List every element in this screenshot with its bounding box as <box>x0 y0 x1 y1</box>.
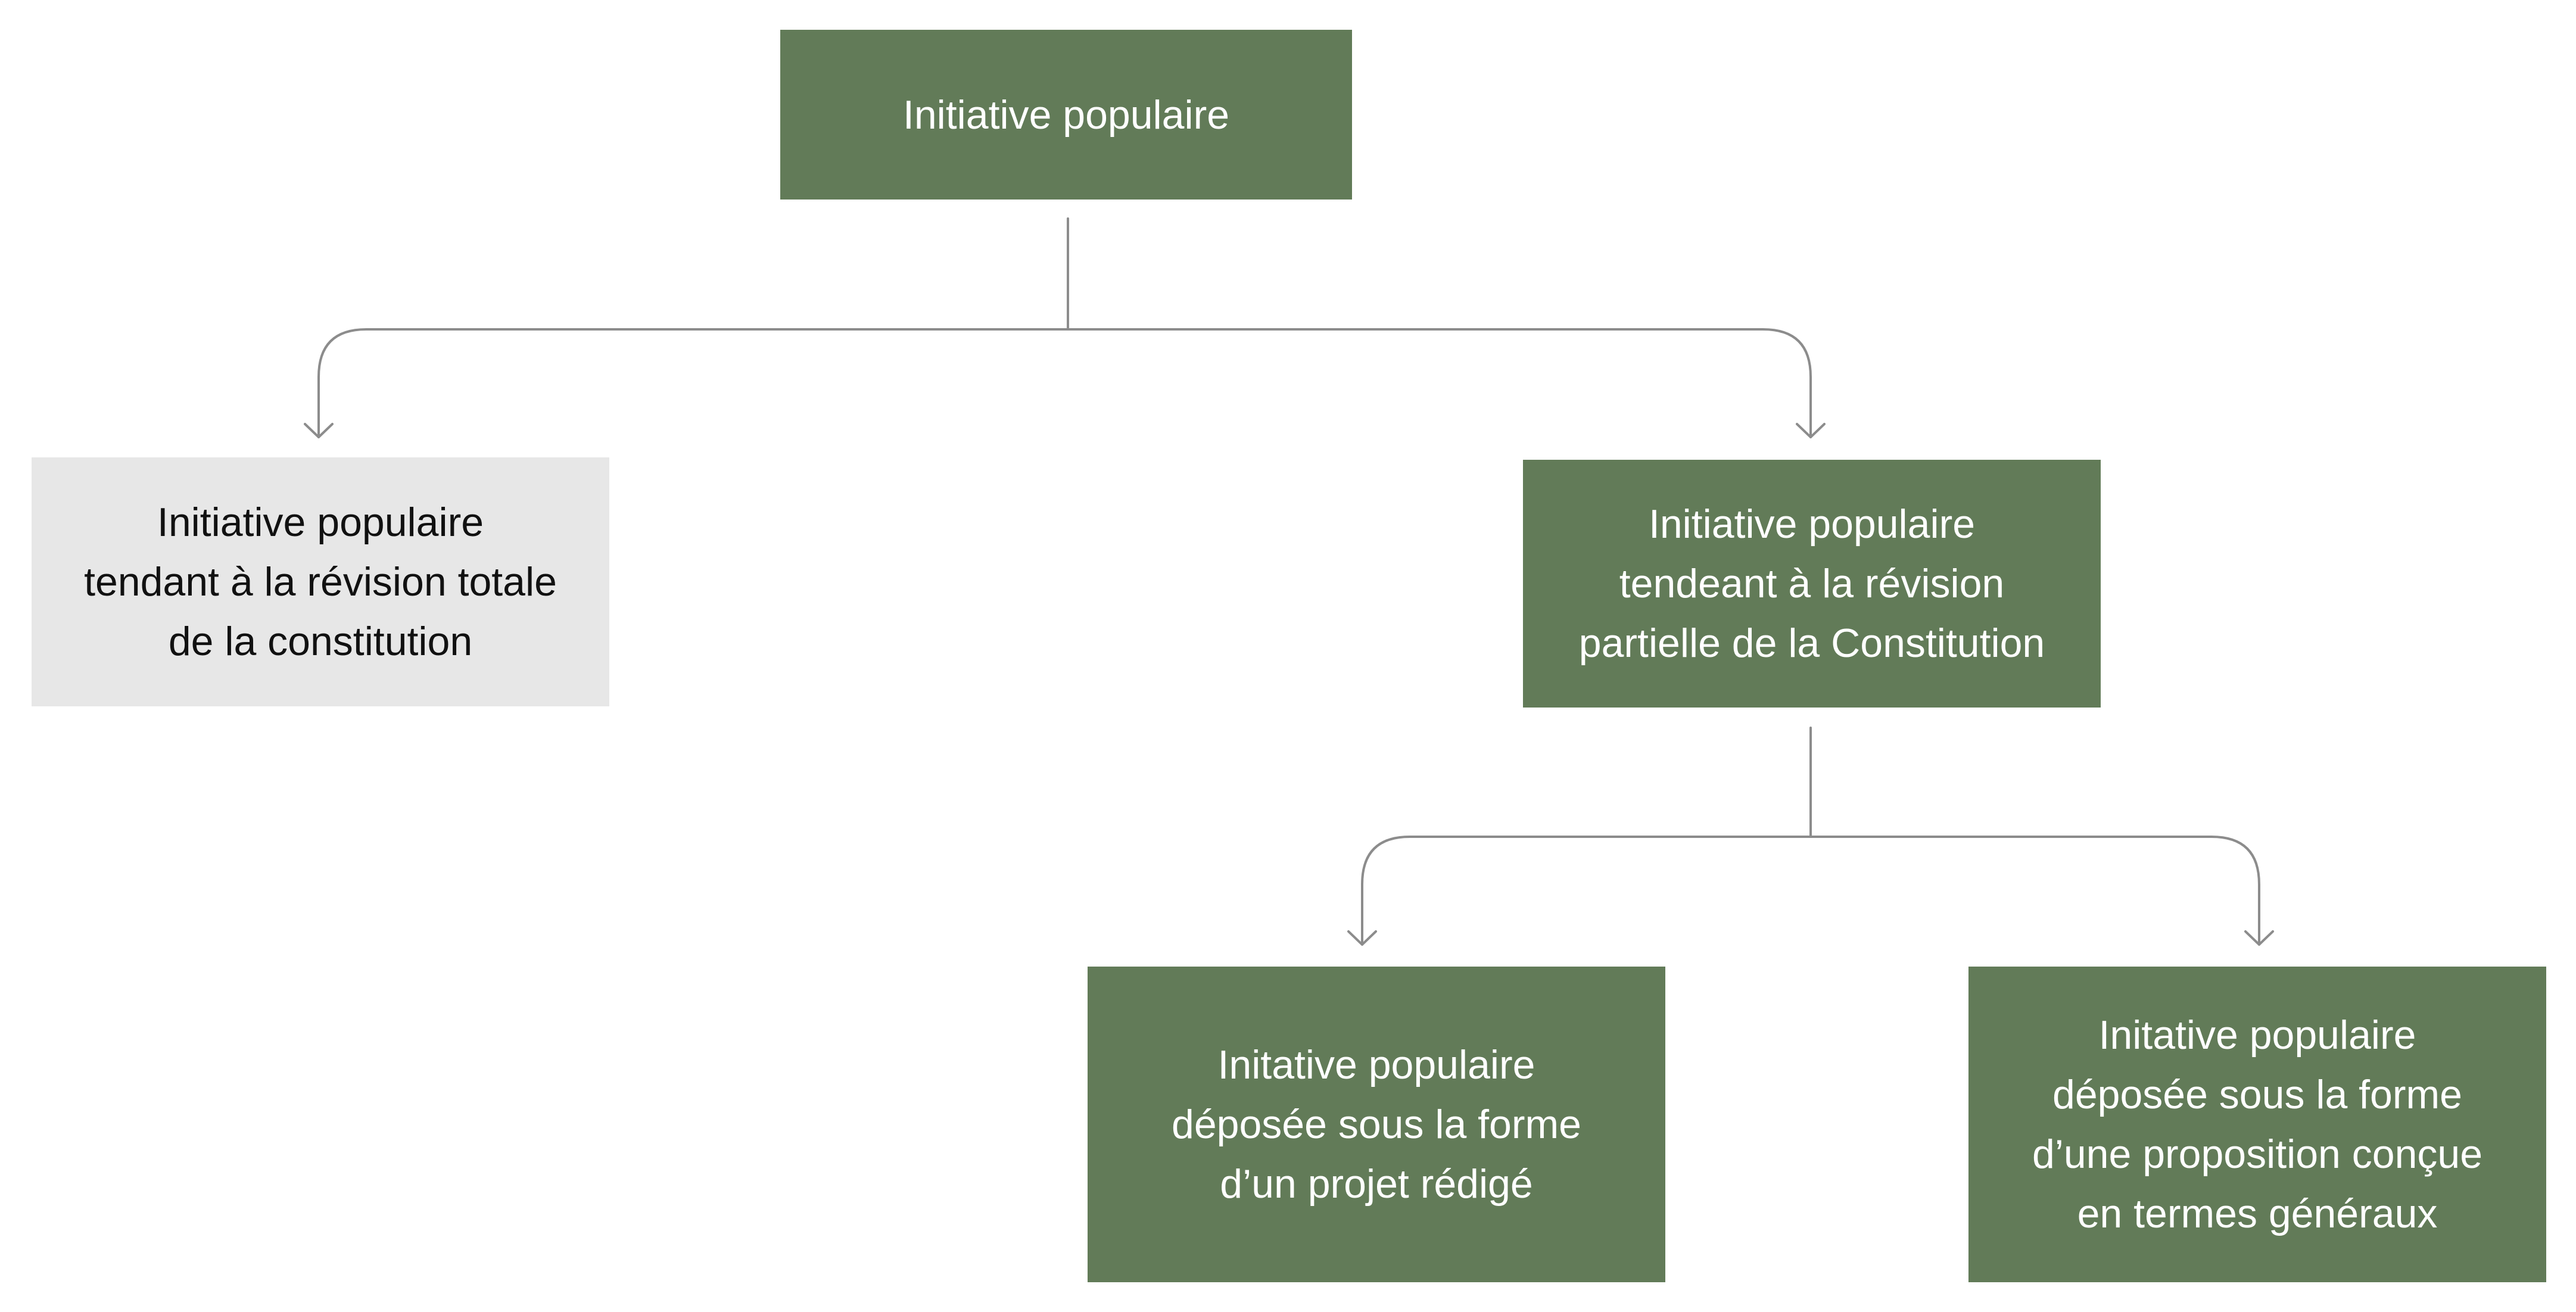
node-partial-revision: Initiative populaire tendeant à la révis… <box>1523 460 2101 708</box>
node-drafted-project: Initative populaire déposée sous la form… <box>1088 967 1665 1282</box>
node-general-proposal: Initative populaire déposée sous la form… <box>1968 967 2546 1282</box>
arrowhead-drafted-project <box>1347 930 1377 946</box>
node-root: Initiative populaire <box>780 30 1352 200</box>
connector-root-to-total-revision <box>317 328 1069 438</box>
node-total-revision: Initiative populaire tendant à la révisi… <box>32 457 609 706</box>
arrowhead-total-revision <box>304 423 334 438</box>
connector-partial-to-general-proposal <box>1809 836 2260 946</box>
arrowhead-general-proposal <box>2244 930 2274 946</box>
arrowhead-partial-revision <box>1796 423 1826 438</box>
connector-root-to-partial-revision <box>1067 328 1812 438</box>
connector-partial-to-drafted-project <box>1361 836 1812 946</box>
